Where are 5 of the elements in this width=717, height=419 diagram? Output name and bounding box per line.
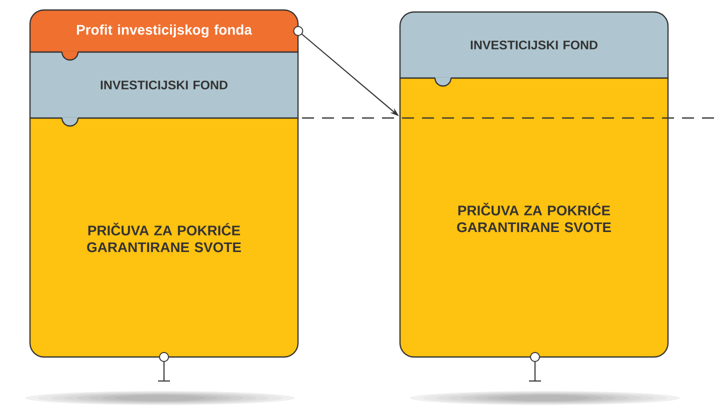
band: PRIČUVA ZA POKRIĆE GARANTIRANE SVOTE [399,77,669,358]
header-band: Profit investicijskog fonda [29,9,299,61]
band: PRIČUVA ZA POKRIĆE GARANTIRANE SVOTE [29,117,299,358]
band: INVESTICIJSKI FOND [399,11,669,87]
band: INVESTICIJSKI FOND [29,51,299,127]
